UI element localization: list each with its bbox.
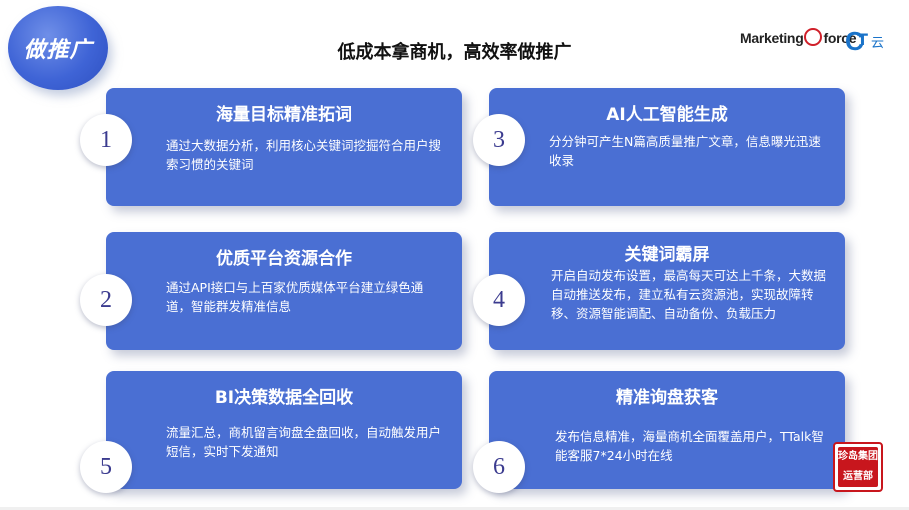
card-heading: 关键词霸屏 [624,245,710,265]
card-heading: 优质平台资源合作 [216,249,352,269]
card-heading: BI决策数据全回收 [214,388,354,408]
step-number-5: 5 [80,441,132,493]
card-heading: AI人工智能生成 [606,105,728,125]
feature-card-keyword-domination: 关键词霸屏 开启自动发布设置，最高每天可达上千条，大数据自动推送发布，建立私有云… [489,232,845,350]
card-heading: 海量目标精准拓词 [216,105,352,125]
step-number-3: 3 [473,114,525,166]
feature-card-keyword-expansion: 海量目标精准拓词 通过大数据分析，利用核心关键词挖掘符合用户搜索习惯的关键词 [106,88,462,206]
section-badge: 做推广 [8,6,108,90]
badge-circle [8,6,108,90]
company-seal-stamp: 珍岛集团 运营部 [833,442,883,492]
step-number-4: 4 [473,274,525,326]
globe-icon [804,28,823,47]
card-body: 流量汇总，商机留言询盘全盘回收，自动触发用户短信，实时下发通知 [166,425,442,459]
bottom-divider [0,507,909,510]
ct-cloud-logo: C T 云 [845,26,885,56]
feature-card-bi-data: BI决策数据全回收 流量汇总，商机留言询盘全盘回收，自动触发用户短信，实时下发通… [106,371,462,489]
card-body: 分分钟可产生N篇高质量推广文章，信息曝光迅速收录 [549,134,821,168]
card-body: 通过大数据分析，利用核心关键词挖掘符合用户搜索习惯的关键词 [166,138,442,172]
feature-card-precise-leads: 精准询盘获客 发布信息精准，海量商机全面覆盖用户，TTalk智能客服7*24小时… [489,371,845,489]
step-number-6: 6 [473,441,525,493]
page-title: 低成本拿商机，高效率做推广 [337,42,572,63]
feature-card-ai-generation: AI人工智能生成 分分钟可产生N篇高质量推广文章，信息曝光迅速收录 [489,88,845,206]
card-heading: 精准询盘获客 [616,388,718,408]
card-body: 开启自动发布设置，最高每天可达上千条，大数据自动推送发布，建立私有云资源池，实现… [551,268,827,321]
card-body: 发布信息精准，海量商机全面覆盖用户，TTalk智能客服7*24小时在线 [555,429,824,463]
badge-label: 做推广 [23,38,93,63]
feature-card-platform-cooperation: 优质平台资源合作 通过API接口与上百家优质媒体平台建立绿色通道，智能群发精准信… [106,232,462,350]
card-body: 通过API接口与上百家优质媒体平台建立绿色通道，智能群发精准信息 [166,280,424,314]
step-number-1: 1 [80,114,132,166]
step-number-2: 2 [80,274,132,326]
